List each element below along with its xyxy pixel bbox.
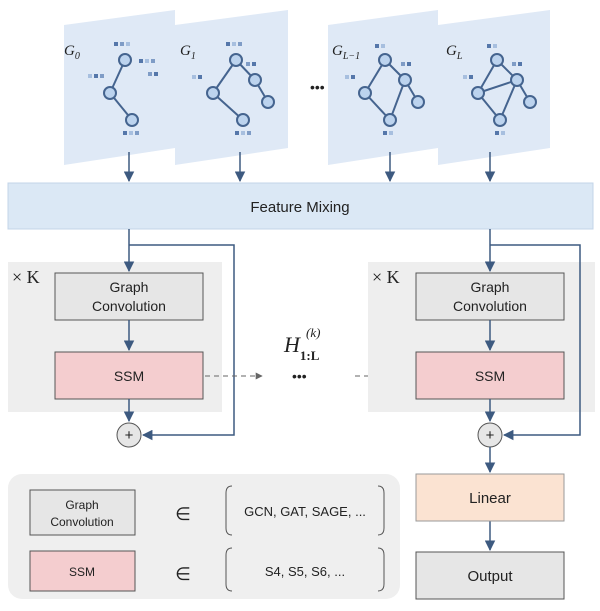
output-label: Output [467,568,513,585]
graph-g1-features [192,42,256,135]
graph-gl-nodes [471,53,537,127]
legend-ssm-label: SSM [69,565,95,579]
output-box [415,551,565,600]
right-graph-conv-line1: Graph [471,279,510,295]
left-add-symbol: + [125,427,134,444]
left-block-repeat: × K [12,267,40,287]
hidden-state-superscript: (k) [306,325,320,340]
graph-to-mixing-arrows [123,152,496,183]
graph-g1-nodes [206,53,275,127]
legend-gc-options: GCN, GAT, SAGE, ... [244,504,366,519]
legend-graph-conv-box [29,489,136,536]
legend-member-symbol-2: ∈ [175,564,191,584]
left-block-arrows [123,229,235,441]
left-graph-conv-line1: Graph [110,279,149,295]
legend-bracket-left-2 [225,547,233,592]
legend-ssm-box [29,550,136,592]
left-graph-conv-line2: Convolution [92,298,166,314]
legend-graph-conv-line2: Convolution [50,515,113,529]
graph-label-g1: G1 [180,43,196,62]
graph-panel-gl: GL [438,10,550,165]
right-graph-conv-box [415,272,565,321]
legend-member-symbol-1: ∈ [175,504,191,524]
graph-panel-gl-1: GL−1 [328,10,438,165]
graph-panel-g1: G1 [175,10,288,165]
legend-bracket-right-1 [377,485,385,536]
right-ssm-label: SSM [475,368,505,384]
right-block-repeat: × K [372,267,400,287]
left-ssm-box [54,351,204,400]
left-graph-conv-box [54,272,204,321]
graph-ellipsis: ••• [310,79,325,95]
graph-gl-1-features [345,44,411,135]
right-graph-conv-line2: Convolution [453,298,527,314]
graph-label-g0: G0 [64,43,80,62]
feature-mixing-label: Feature Mixing [250,199,349,216]
legend-bracket-right-2 [377,547,385,592]
graph-label-gl: GL [446,43,463,62]
legend-ssm-options: S4, S5, S6, ... [265,564,345,579]
linear-box [415,473,565,522]
legend-graph-conv-line1: Graph [65,498,98,512]
graph-g0-nodes [103,53,139,127]
graph-gl-features [463,44,522,135]
linear-label: Linear [469,490,511,507]
left-add-node [116,422,142,448]
middle-ellipsis: ••• [292,368,307,384]
graph-gl-1-nodes [358,53,425,127]
graph-g0-features [88,42,158,135]
hidden-state-label: H1:L [283,332,320,363]
feature-mixing-box [7,182,594,230]
graph-label-gl-1: GL−1 [332,43,360,62]
legend-bracket-left-1 [225,485,233,536]
right-block-arrows [484,229,581,552]
graph-panel-g0: G0 [64,10,175,165]
left-ssm-label: SSM [114,368,144,384]
right-add-symbol: + [486,427,495,444]
